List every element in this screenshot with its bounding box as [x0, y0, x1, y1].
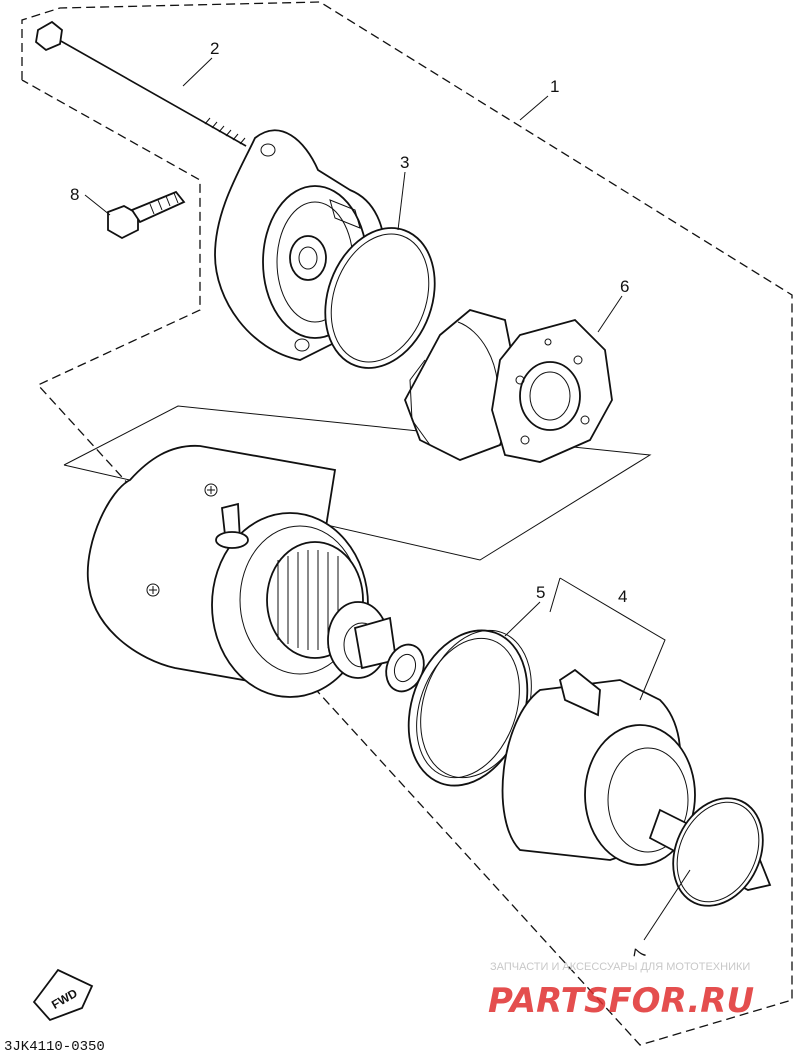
callout-8: 8 [70, 185, 79, 204]
brush-holder-part [404, 309, 521, 461]
through-bolt-part [35, 20, 247, 147]
forward-direction-badge: FWD [32, 968, 94, 1022]
mounting-bolt-part [107, 190, 186, 240]
callout-3: 3 [400, 153, 409, 172]
callout-5: 5 [536, 583, 545, 602]
callout-7: 7 [630, 947, 650, 960]
watermark-logo: PARTSFOR.RU [488, 981, 754, 1021]
motor-yoke-part [86, 445, 398, 698]
callout-1: 1 [550, 77, 559, 96]
o-ring-part [324, 227, 436, 369]
seal-ring-part [407, 629, 532, 787]
assembly-boundary-outer [21, 1, 793, 1046]
callout-4: 4 [618, 587, 627, 606]
shaft-o-ring-part [672, 797, 764, 907]
brush-plate-part [491, 318, 613, 463]
callout-2: 2 [210, 39, 219, 58]
diagram-code: 3JK4110-0350 [4, 1039, 105, 1055]
callout-6: 6 [620, 277, 629, 296]
leader-lines [84, 57, 691, 941]
watermark-tagline: ЗАПЧАСТИ И АКСЕССУАРЫ ДЛЯ МОТОТЕХНИКИ [490, 961, 750, 973]
armature-group-boundary [63, 405, 652, 561]
